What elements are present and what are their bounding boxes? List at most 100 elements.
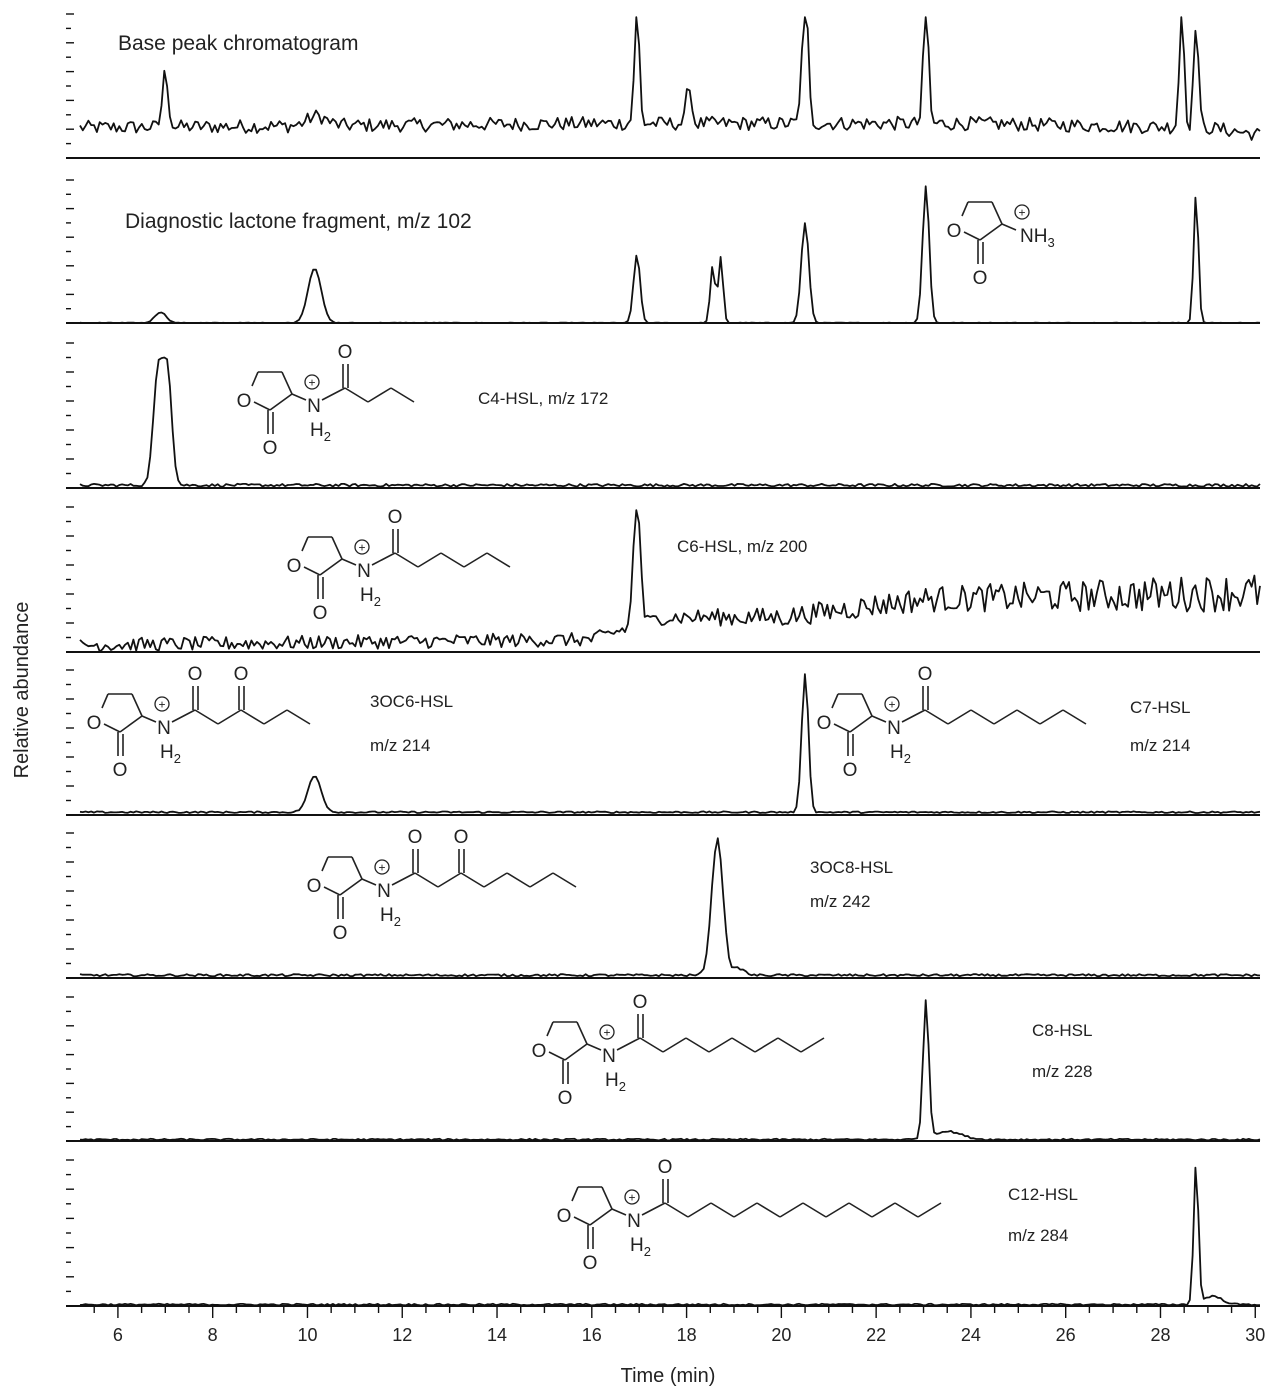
positive-charge-sign: + xyxy=(888,698,895,712)
positive-charge-icon xyxy=(1014,204,1030,220)
structure-h2-label: H2 xyxy=(360,585,381,609)
structure-h2-subscript: 2 xyxy=(394,914,401,929)
compound-label: m/z 214 xyxy=(370,736,430,755)
structure-keto-oxygen: O xyxy=(454,827,469,848)
compound-label: m/z 214 xyxy=(1130,736,1190,755)
structure-ring-oxygen: O xyxy=(817,713,832,734)
structure-h2-label: H2 xyxy=(605,1070,626,1094)
x-tick-label: 16 xyxy=(582,1325,602,1345)
structure-h2-label: H2 xyxy=(380,905,401,929)
chromatogram-trace xyxy=(79,509,1261,653)
positive-charge-sign: + xyxy=(158,698,165,712)
structure-carbonyl-oxygen: O xyxy=(558,1088,573,1109)
x-tick-label: 22 xyxy=(866,1325,886,1345)
chromatogram-trace xyxy=(79,356,1261,488)
compound-label: m/z 228 xyxy=(1032,1062,1092,1081)
compound-label: C8-HSL xyxy=(1032,1021,1092,1040)
structure-carbonyl-oxygen: O xyxy=(263,438,278,459)
x-tick-label: 28 xyxy=(1150,1325,1170,1345)
structure-h2-label: H2 xyxy=(310,420,331,444)
structure-ring-oxygen: O xyxy=(237,391,252,412)
structure-h2-subscript: 2 xyxy=(644,1244,651,1259)
compound-label: C4-HSL, m/z 172 xyxy=(478,389,608,408)
structure-carbonyl-oxygen: O xyxy=(333,923,348,944)
x-tick-label: 30 xyxy=(1245,1325,1265,1345)
chromatogram-trace xyxy=(79,999,1261,1142)
structure-nitrogen-label: N xyxy=(627,1211,641,1232)
x-tick-label: 24 xyxy=(961,1325,981,1345)
x-tick-label: 12 xyxy=(392,1325,412,1345)
panel-title: Diagnostic lactone fragment, m/z 102 xyxy=(125,210,472,233)
chromatogram-trace xyxy=(79,185,1261,324)
structure-amide-oxygen: O xyxy=(633,992,648,1013)
chromatogram-panel: Base peak chromatogram xyxy=(66,13,1261,159)
structure-h2-label: H2 xyxy=(890,742,911,766)
structure-ring-oxygen: O xyxy=(87,713,102,734)
positive-charge-icon xyxy=(624,1189,640,1205)
compound-label: C6-HSL, m/z 200 xyxy=(677,537,807,556)
panel-title: Base peak chromatogram xyxy=(118,32,358,55)
structure-amide-oxygen: O xyxy=(918,664,933,685)
structure-carbonyl-oxygen: O xyxy=(313,603,328,624)
structure-ring-oxygen: O xyxy=(307,876,322,897)
structure-nh3-label: NH3 xyxy=(1020,226,1055,250)
positive-charge-icon xyxy=(599,1024,615,1040)
y-axis-label: Relative abundance xyxy=(11,602,33,779)
structure-keto-oxygen: O xyxy=(234,664,249,685)
x-tick-label: 8 xyxy=(208,1325,218,1345)
structure-amide-oxygen: O xyxy=(388,507,403,528)
structure-carbonyl-oxygen: O xyxy=(843,760,858,781)
compound-label: m/z 242 xyxy=(810,892,870,911)
structure-h2-label: H2 xyxy=(630,1235,651,1259)
structure-carbonyl-oxygen: O xyxy=(113,760,128,781)
structure-carbonyl-oxygen: O xyxy=(973,268,988,289)
positive-charge-sign: + xyxy=(378,861,385,875)
structure-ring-oxygen: O xyxy=(532,1041,547,1062)
chromatogram-trace xyxy=(79,16,1261,141)
positive-charge-icon xyxy=(884,696,900,712)
structure-amide-oxygen: O xyxy=(188,664,203,685)
structure-h2-subscript: 2 xyxy=(904,751,911,766)
structure-nitrogen-label: N xyxy=(357,561,371,582)
structure-nitrogen-label: N xyxy=(307,396,321,417)
compound-label: m/z 284 xyxy=(1008,1226,1068,1245)
x-tick-label: 14 xyxy=(487,1325,507,1345)
structure-amide-oxygen: O xyxy=(338,342,353,363)
positive-charge-icon xyxy=(154,696,170,712)
structure-nitrogen-label: N xyxy=(602,1046,616,1067)
structure-nitrogen-label: N xyxy=(377,881,391,902)
positive-charge-sign: + xyxy=(603,1026,610,1040)
structure-nh3-subscript: 3 xyxy=(1047,235,1054,250)
positive-charge-sign: + xyxy=(358,541,365,555)
structure-nitrogen-label: N xyxy=(157,718,171,739)
compound-label: 3OC8-HSL xyxy=(810,858,893,877)
structure-h2-label: H2 xyxy=(160,742,181,766)
chromatogram-trace xyxy=(79,673,1261,814)
structure-ring-oxygen: O xyxy=(947,221,962,242)
positive-charge-sign: + xyxy=(1018,206,1025,220)
positive-charge-icon xyxy=(304,374,320,390)
x-tick-label: 10 xyxy=(297,1325,317,1345)
structure-h2-subscript: 2 xyxy=(374,594,381,609)
positive-charge-sign: + xyxy=(308,376,315,390)
structure-h2-subscript: 2 xyxy=(174,751,181,766)
structure-amide-oxygen: O xyxy=(408,827,423,848)
positive-charge-icon xyxy=(354,539,370,555)
x-axis-label: Time (min) xyxy=(621,1365,716,1387)
structure-h2-subscript: 2 xyxy=(619,1079,626,1094)
structure-amide-oxygen: O xyxy=(658,1157,673,1178)
structure-h2-subscript: 2 xyxy=(324,429,331,444)
positive-charge-icon xyxy=(374,859,390,875)
chromatogram-trace xyxy=(79,1166,1260,1307)
